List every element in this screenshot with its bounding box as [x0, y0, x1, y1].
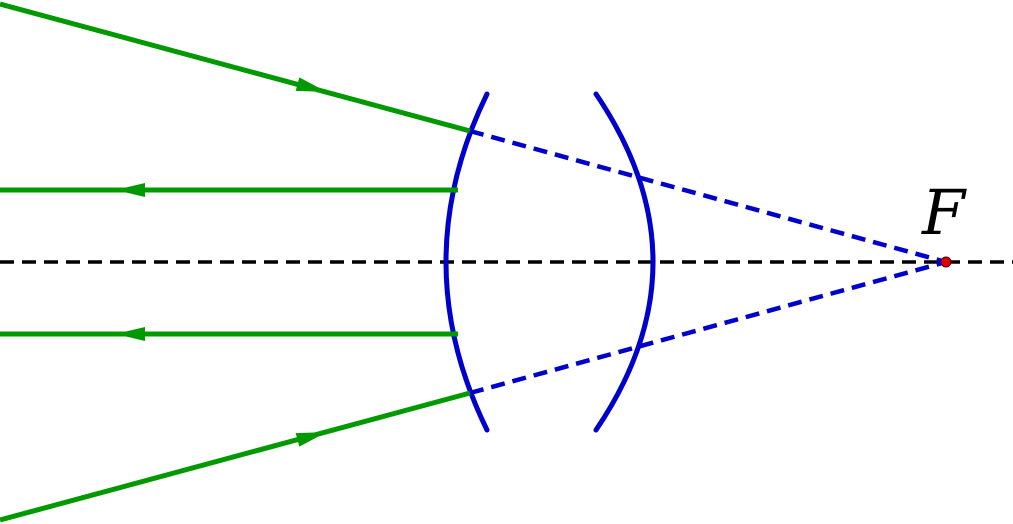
extension-line-bottom: [469, 259, 947, 396]
lens-right-surface: [593, 91, 656, 433]
focus-label: F: [921, 176, 967, 249]
incoming-ray-bottom: [0, 390, 471, 523]
incoming-ray-top: [0, 1, 471, 134]
arrow-parallel-lower: [115, 327, 145, 341]
arrow-parallel-upper: [115, 183, 145, 197]
extension-line-top: [469, 128, 947, 265]
lens-left-surface: [443, 91, 490, 433]
arrow-incoming-bottom: [295, 432, 327, 447]
focus-point: [940, 256, 952, 268]
arrow-incoming-top: [295, 77, 327, 92]
